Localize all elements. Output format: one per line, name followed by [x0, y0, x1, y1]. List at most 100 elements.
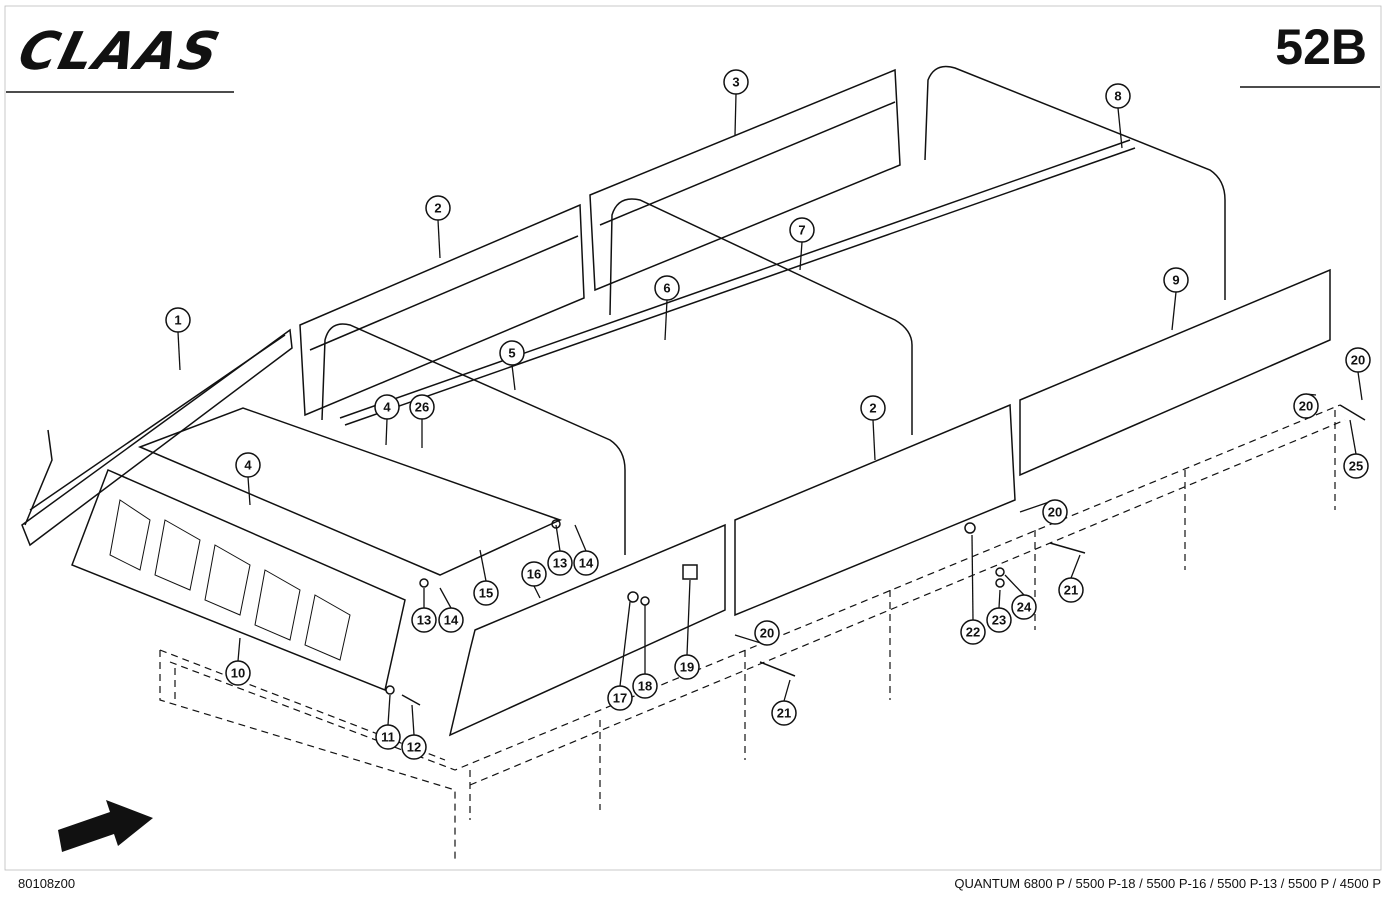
page-code: 52B	[1275, 19, 1367, 75]
callout-21: 21	[771, 679, 797, 726]
callout-25: 25	[1343, 419, 1369, 479]
callout-label: 20	[1299, 399, 1313, 414]
callout-label: 11	[381, 730, 395, 745]
callout-label: 14	[579, 556, 594, 571]
nut-23	[995, 578, 1005, 588]
callout-20: 20	[1019, 499, 1068, 525]
callout-circle	[401, 734, 427, 760]
callout-circle	[425, 195, 451, 221]
callout-circle	[521, 561, 547, 587]
callout-leader-line	[1070, 554, 1081, 579]
callout-leader-line	[1117, 107, 1123, 149]
callout-leader-line	[177, 331, 181, 371]
washer-18	[640, 596, 650, 606]
hoop-5	[321, 323, 626, 555]
callout-label: 20	[1048, 505, 1062, 520]
callout-16: 16	[521, 561, 547, 599]
callout-9: 9	[1163, 267, 1189, 331]
callout-label: 12	[407, 740, 421, 755]
callout-leader-line	[437, 219, 441, 259]
callout-circle	[409, 394, 435, 420]
bolt-12	[401, 694, 421, 706]
callout-label: 16	[527, 567, 541, 582]
callout-label: 21	[1064, 583, 1078, 598]
callout-label: 7	[798, 223, 805, 238]
callout-leader-line	[799, 241, 803, 271]
block-19	[682, 564, 698, 580]
callout-label: 20	[760, 626, 774, 641]
callout-8: 8	[1105, 83, 1131, 149]
callout-circle	[789, 217, 815, 243]
callout-leader-line	[783, 679, 791, 702]
callout-leader-line	[555, 524, 561, 552]
callout-11: 11	[375, 694, 401, 750]
callout-20: 20	[1293, 393, 1319, 419]
callout-label: 20	[1351, 353, 1365, 368]
pin-21-upper	[1049, 542, 1086, 554]
callout-13: 13	[411, 588, 437, 633]
side-wall-16	[448, 523, 726, 737]
callout-circle	[1042, 499, 1068, 525]
callout-circle	[654, 275, 680, 301]
callout-label: 4	[383, 400, 391, 415]
callout-12: 12	[401, 704, 427, 760]
callout-circle	[607, 685, 633, 711]
side-wall-3-rear	[589, 68, 901, 292]
callout-label: 3	[732, 75, 739, 90]
callout-7: 7	[789, 217, 815, 271]
callout-leader-line	[387, 694, 391, 726]
side-wall-2-front	[734, 403, 1016, 617]
callout-21: 21	[1058, 554, 1084, 603]
callout-leader-line	[439, 587, 452, 609]
callout-circle	[1011, 594, 1037, 620]
callout-1: 1	[165, 307, 191, 371]
callout-circle	[860, 395, 886, 421]
callout-14: 14	[438, 587, 464, 633]
callout-label: 21	[777, 706, 791, 721]
callout-label: 13	[553, 556, 567, 571]
callout-leader-line	[1357, 371, 1363, 401]
callout-leader-line	[664, 299, 668, 341]
callout-leader-line	[686, 579, 691, 656]
washer-13-lower	[419, 578, 429, 588]
callout-label: 17	[613, 691, 627, 706]
callout-2: 2	[860, 395, 886, 461]
callout-circle	[547, 550, 573, 576]
callout-leader-line	[971, 534, 974, 621]
callout-circle	[1293, 393, 1319, 419]
callout-label: 6	[663, 281, 670, 296]
callout-leader-line	[998, 589, 1001, 609]
callout-26: 26	[409, 394, 435, 448]
callout-20: 20	[734, 620, 780, 646]
callout-circle	[1345, 347, 1371, 373]
callout-circle	[235, 452, 261, 478]
callout-circle	[1163, 267, 1189, 293]
hoop-8	[924, 65, 1226, 300]
callout-label: 8	[1114, 89, 1121, 104]
floor-panel-15	[137, 407, 562, 576]
callout-17: 17	[607, 601, 633, 711]
callout-leader-line	[385, 418, 388, 446]
washer-11	[385, 685, 395, 695]
callout-label: 5	[508, 346, 515, 361]
callout-3: 3	[723, 69, 749, 136]
callout-label: 19	[680, 660, 694, 675]
callout-18: 18	[632, 605, 658, 699]
sheet-border	[4, 5, 1382, 871]
callout-label: 18	[638, 679, 652, 694]
nut-17	[627, 591, 639, 603]
callout-label: 4	[244, 458, 252, 473]
callout-leader-line	[734, 93, 737, 136]
callout-14: 14	[573, 524, 599, 576]
callout-circle	[225, 660, 251, 686]
callout-leader-line	[872, 419, 876, 461]
callout-20: 20	[1345, 347, 1371, 401]
callout-leader-line	[411, 704, 415, 736]
callout-leader-line	[1349, 419, 1357, 455]
callout-24: 24	[1004, 574, 1037, 620]
callout-4: 4	[374, 394, 400, 446]
side-wall-9	[1019, 268, 1331, 477]
callout-circle	[723, 69, 749, 95]
